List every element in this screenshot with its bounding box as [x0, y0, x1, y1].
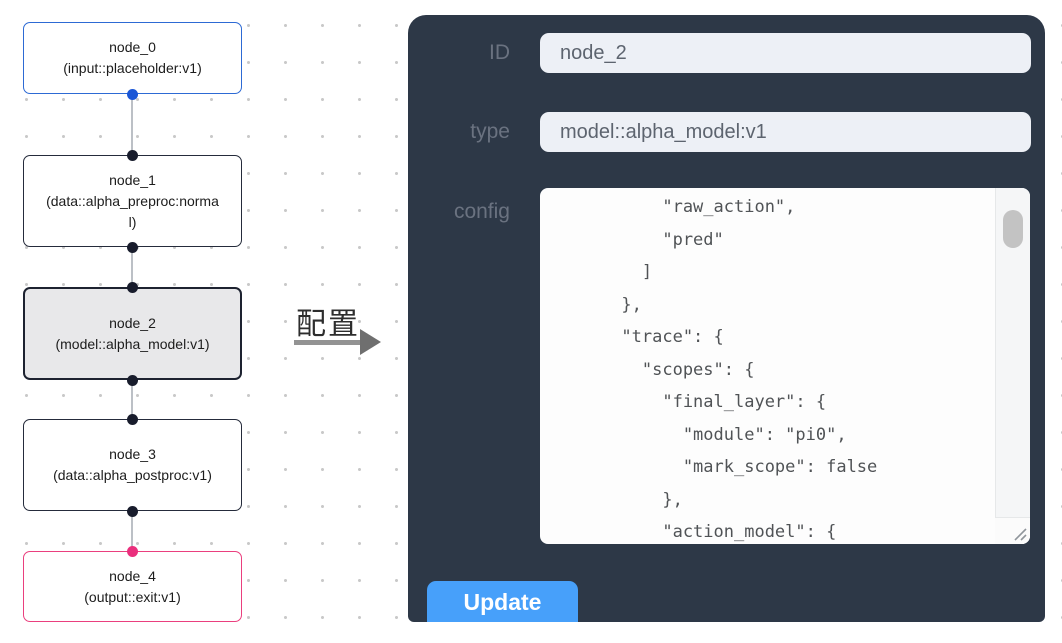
node-1-output-port[interactable]	[127, 241, 138, 253]
node-2-selected[interactable]: node_2 (model::alpha_model:v1)	[23, 287, 242, 380]
node-3-type: (data::alpha_postproc:v1)	[53, 467, 212, 483]
node-config-panel: ID type config "raw_action", "pred" ] },…	[408, 15, 1045, 622]
update-button[interactable]: Update	[427, 581, 578, 622]
node-1[interactable]: node_1 (data::alpha_preproc:normal)	[23, 155, 242, 247]
node-2-name: node_2	[109, 314, 156, 331]
node-1-input-port[interactable]	[127, 149, 138, 161]
config-json-text[interactable]: "raw_action", "pred" ] }, "trace": { "sc…	[621, 197, 878, 542]
type-field-label: type	[470, 120, 510, 143]
node-4-input-port[interactable]	[127, 545, 138, 557]
id-field-label: ID	[489, 41, 510, 64]
node-2-input-port[interactable]	[127, 281, 138, 293]
node-2-output-port[interactable]	[127, 374, 138, 386]
configure-arrow	[294, 340, 362, 345]
node-1-name: node_1	[109, 171, 156, 188]
node-0-type: (input::placeholder:v1)	[63, 60, 202, 76]
node-4-type: (output::exit:v1)	[84, 588, 181, 605]
node-2-type: (model::alpha_model:v1)	[55, 335, 210, 352]
node-4-name: node_4	[109, 567, 156, 584]
configure-arrow-head	[360, 329, 381, 355]
configure-label: 配置	[296, 308, 360, 341]
node-3-output-port[interactable]	[127, 505, 138, 517]
node-0-output-port[interactable]	[127, 88, 138, 100]
config-textarea[interactable]: "raw_action", "pred" ] }, "trace": { "sc…	[540, 188, 1030, 544]
id-input[interactable]	[540, 33, 1031, 73]
node-4[interactable]: node_4 (output::exit:v1)	[23, 551, 242, 622]
node-1-type: (data::alpha_preproc:normal)	[46, 192, 219, 230]
node-3[interactable]: node_3 (data::alpha_postproc:v1)	[23, 419, 242, 511]
node-0[interactable]: node_0 (input::placeholder:v1)	[23, 22, 242, 94]
node-3-name: node_3	[109, 446, 156, 462]
config-scrollbar-thumb[interactable]	[1003, 210, 1023, 248]
config-scrollbar[interactable]	[995, 188, 1030, 544]
type-input[interactable]	[540, 112, 1031, 152]
node-0-name: node_0	[109, 39, 156, 55]
node-3-input-port[interactable]	[127, 413, 138, 425]
config-field-label: config	[453, 200, 510, 223]
resize-handle-icon[interactable]	[1012, 526, 1028, 542]
